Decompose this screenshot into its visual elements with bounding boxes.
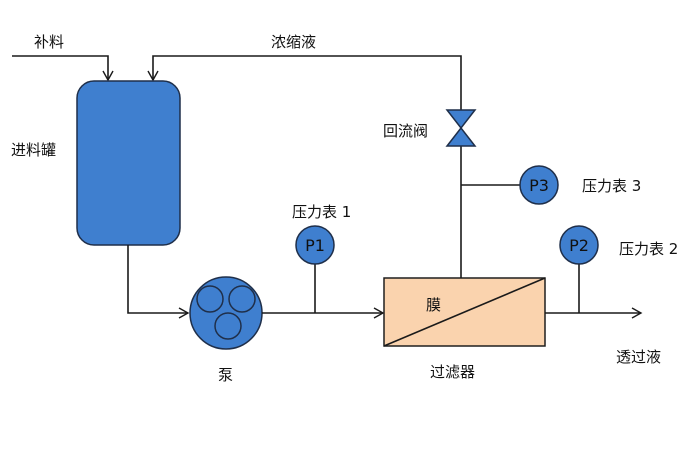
makeup-feed-pipe (12, 55, 114, 82)
concentrate-label: 浓缩液 (271, 33, 316, 51)
pump-label: 泵 (218, 366, 233, 384)
filter (383, 277, 546, 347)
gauge2-label: 压力表 2 (619, 240, 678, 258)
feed-tank-label: 进料罐 (11, 141, 56, 159)
gauge1-id: P1 (305, 236, 325, 255)
membrane-line (383, 277, 546, 347)
return-valve-label: 回流阀 (383, 122, 428, 140)
pump (189, 276, 263, 350)
return-valve (445, 109, 477, 147)
makeup-feed-label: 补料 (34, 33, 64, 51)
filter-label: 过滤器 (430, 363, 475, 381)
pump-impeller-2 (228, 285, 256, 313)
feed-tank (76, 80, 181, 246)
gauge1-circle (295, 225, 335, 265)
concentrate-return-pipe (147, 55, 462, 110)
tank-to-pump-pipe (127, 245, 190, 319)
gauge2-circle (559, 225, 599, 265)
permeate-label: 透过液 (616, 348, 661, 366)
pump-impeller-1 (196, 285, 224, 313)
gauge1-label: 压力表 1 (292, 203, 351, 221)
pump-impeller-3 (214, 312, 242, 340)
gauge3-label: 压力表 3 (582, 177, 641, 195)
gauge3-id: P3 (529, 176, 549, 195)
membrane-label: 膜 (426, 296, 441, 314)
gauge3-circle (519, 165, 559, 205)
gauge2-id: P2 (569, 236, 589, 255)
